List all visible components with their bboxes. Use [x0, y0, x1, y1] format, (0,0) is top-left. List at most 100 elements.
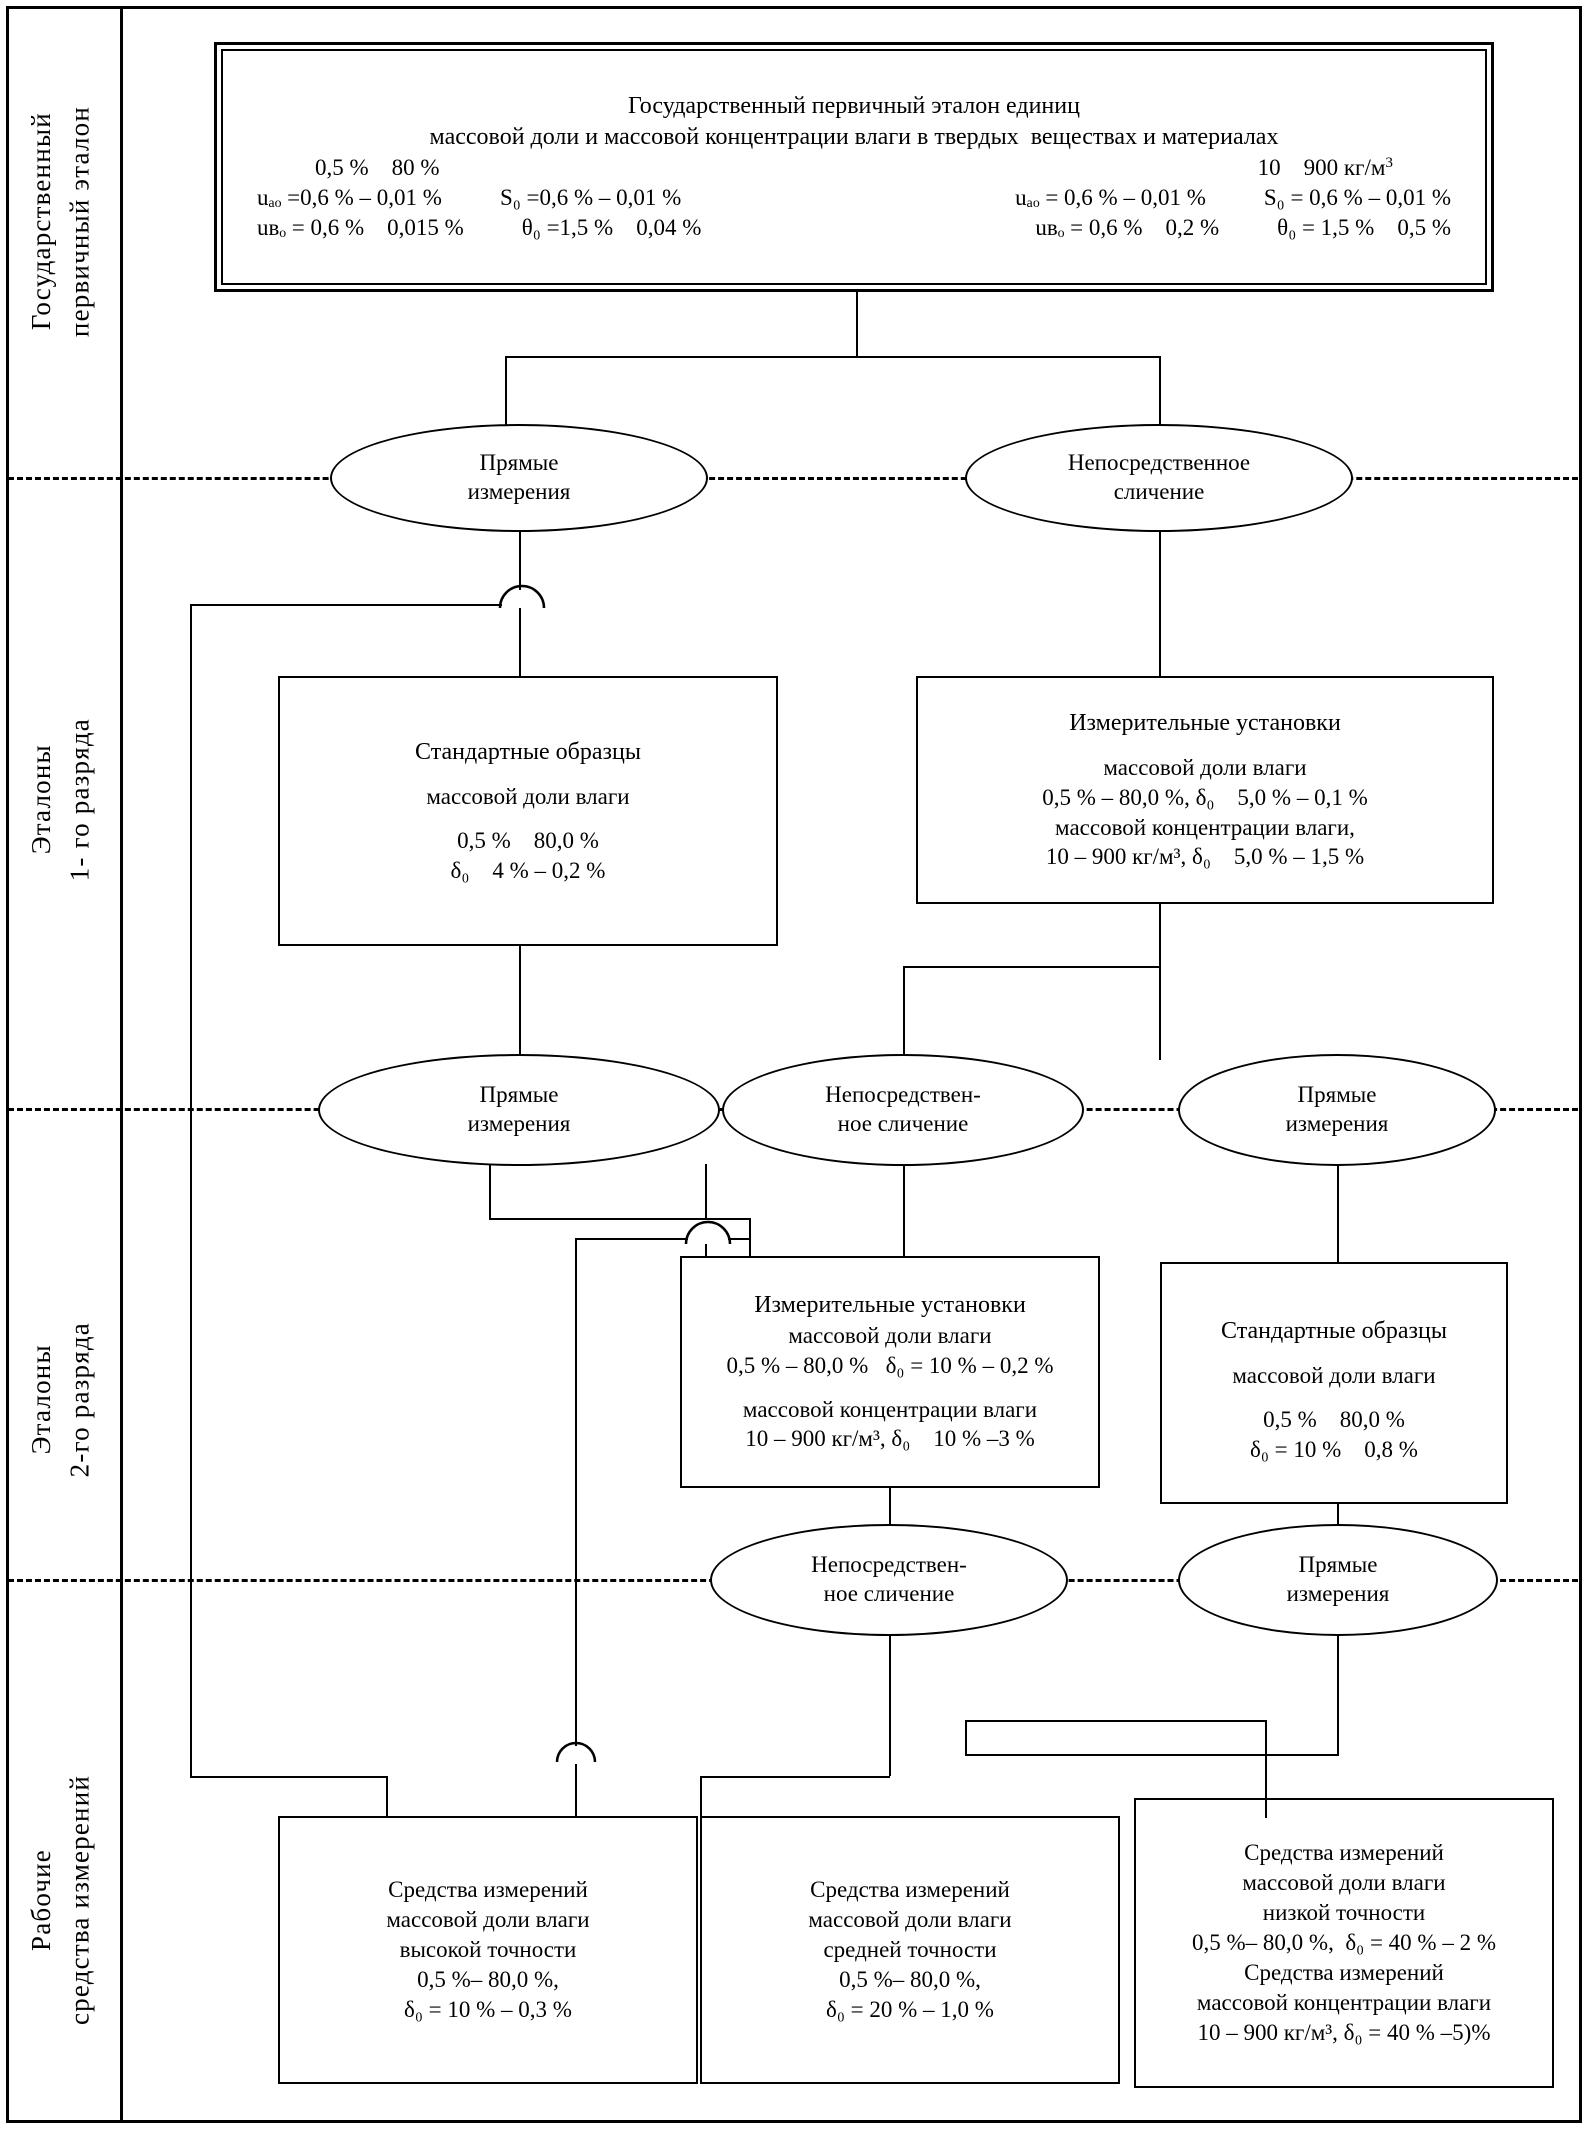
method-label-line-1: Прямые [1298, 1552, 1378, 1578]
method-label-line-2: сличение [1113, 479, 1205, 504]
method-ellipse-direct-compare-3: Непосредствен- ное сличение [710, 1524, 1068, 1636]
working-low-accuracy-line-2: массовой доли влаги [1242, 1870, 1446, 1896]
rank2-measuring-setups-line-3: 0,5 % – 80,0 % δ₀ = 10 % – 0,2 % [726, 1352, 1054, 1378]
rank1-reference-materials-line-4: δ₀ 4 % – 0,2 % [450, 857, 606, 883]
divider-dashed-1 [8, 477, 1578, 480]
method-label-line-1: Прямые [1297, 1082, 1377, 1108]
rank1-measuring-setups-line-5: 10 – 900 кг/м³, δ₀ 5,0 % – 1,5 % [1045, 844, 1365, 870]
working-low-accuracy-box: Средства измерений массовой доли влаги н… [1134, 1798, 1554, 2088]
connector-bus-left-top [190, 604, 520, 606]
method-label-line-2: измерения [467, 1111, 571, 1136]
method-label-line-2: ное сличение [837, 1111, 969, 1136]
connector-direct-compare-2-down [705, 1164, 707, 1220]
working-low-accuracy-line-5: Средства измерений [1244, 1959, 1444, 1985]
rank2-measuring-setups-box: Измерительные установки массовой доли вл… [680, 1256, 1100, 1488]
primary-standard-right-S: S₀ = 0,6 % – 0,01 % [1263, 185, 1451, 211]
sidebar-item-rank-2-standards: Эталоны 2-го разряда [0, 1120, 120, 1680]
primary-standard-left-uA: uₐₒ =0,6 % – 0,01 % [257, 185, 442, 211]
connector-rank1-ms-to-compare-2 [903, 966, 905, 1060]
rank2-measuring-setups-title: Измерительные установки [754, 1291, 1026, 1318]
working-medium-accuracy-line-5: δ₀ = 20 % – 1,0 % [826, 1996, 994, 2022]
working-low-accuracy-line-4: 0,5 %– 80,0 %, δ₀ = 40 % – 2 % [1192, 1930, 1496, 1956]
connector-bus-left-vertical [190, 604, 192, 1776]
connector-direct-measure-3-down [1337, 1164, 1339, 1264]
connector-bus-2-top [575, 1238, 751, 1240]
method-label-line-2: измерения [1286, 1581, 1390, 1606]
primary-standard-uncertainty-row-1: uₐₒ =0,6 % – 0,01 % S₀ =0,6 % – 0,01 % u… [223, 183, 1485, 213]
primary-standard-right-uB: uвₒ = 0,6 % 0,2 % [1035, 215, 1220, 241]
primary-standard-range-right: 10 900 кг/м3 [1257, 154, 1393, 181]
connector-to-direct-measure-1 [505, 356, 507, 431]
connector-direct-compare-1-down [1159, 530, 1161, 676]
working-low-accuracy-line-6: массовой концентрации влаги [1196, 1989, 1492, 2015]
method-ellipse-direct-measure-1: Прямые измерения [330, 424, 708, 532]
sidebar-item-working-measuring-instruments: Рабочие средства измерений [0, 1690, 120, 2110]
rank1-measuring-setups-line-4: массовой концентрации влаги, [1055, 814, 1355, 840]
connector-direct-measure-2-down [489, 1164, 491, 1218]
connector-hop-mask-3 [558, 1746, 594, 1764]
method-label-line-1: Прямые [479, 1082, 559, 1108]
primary-standard-ranges: 0,5 % 80 % 10 900 кг/м3 [223, 153, 1485, 183]
rank1-measuring-setups-line-2: массовой доли влаги [1103, 754, 1307, 780]
sidebar-item-label: Государственный первичный эталон [25, 106, 94, 338]
primary-standard-right-uA: uₐₒ = 0,6 % – 0,01 % [1015, 185, 1206, 211]
primary-standard-box: Государственный первичный эталон единиц … [214, 42, 1494, 292]
connector-hop-arc-1 [498, 582, 546, 610]
method-ellipse-direct-measure-2: Прямые измерения [318, 1054, 720, 1166]
rank2-reference-materials-title: Стандартные образцы [1221, 1317, 1447, 1344]
connector-direct-measure-1-down [519, 530, 521, 604]
connector-direct-measure-4-step-down [965, 1720, 967, 1754]
connector-rank1-ms-split [903, 966, 1159, 968]
working-high-accuracy-line-4: 0,5 %– 80,0 %, [417, 1966, 559, 1992]
working-medium-accuracy-line-2: массовой доли влаги [808, 1907, 1012, 1933]
connector-hop-arc-3 [555, 1738, 597, 1764]
method-label-line-2: измерения [467, 479, 571, 504]
working-low-accuracy-line-3: низкой точности [1262, 1900, 1426, 1926]
sidebar-divider-line [120, 6, 123, 2123]
sidebar-item-label: Эталоны 2-го разряда [25, 1322, 94, 1478]
working-high-accuracy-line-5: δ₀ = 10 % – 0,3 % [404, 1996, 572, 2022]
method-label-line-1: Прямые [479, 450, 559, 476]
connector-direct-compare-2-down-b [705, 1242, 707, 1258]
connector-middle-working-top [700, 1776, 890, 1778]
connector-middle-working-into-box [700, 1776, 702, 1818]
method-label-line-2: ное сличение [823, 1581, 955, 1606]
working-high-accuracy-line-2: массовой доли влаги [386, 1907, 590, 1933]
primary-standard-range-left: 0,5 % 80 % [315, 155, 440, 181]
sidebar-item-label: Эталоны 1- го разряда [25, 718, 94, 882]
connector-bus-2-into-box [575, 1776, 577, 1818]
connector-direct-measure-2-right [489, 1218, 749, 1220]
connector-direct-measure-4-down [1337, 1634, 1339, 1754]
rank1-measuring-setups-line-3: 0,5 % – 80,0 %, δ₀ 5,0 % – 0,1 % [1042, 784, 1368, 810]
rank2-measuring-setups-line-5: 10 – 900 кг/м³, δ₀ 10 % –3 % [745, 1426, 1035, 1452]
method-label-line-1: Непосредствен- [811, 1552, 967, 1578]
connector-rank1-ms-down [1159, 904, 1161, 1060]
method-label-line-1: Непосредствен- [825, 1082, 981, 1108]
connector-rank1-rm-down [519, 946, 521, 1060]
rank1-reference-materials-title: Стандартные образцы [415, 738, 641, 765]
working-medium-accuracy-line-4: 0,5 %– 80,0 %, [839, 1966, 981, 1992]
working-medium-accuracy-line-3: средней точности [823, 1937, 997, 1963]
rank1-measuring-setups-title: Измерительные установки [1069, 709, 1341, 736]
primary-standard-left-uB: uвₒ = 0,6 % 0,015 % [257, 215, 464, 241]
primary-standard-left-S: S₀ =0,6 % – 0,01 % [499, 185, 682, 211]
working-low-accuracy-line-1: Средства измерений [1244, 1840, 1444, 1866]
sidebar-item-state-primary-standard: Государственный первичный эталон [0, 12, 120, 432]
method-ellipse-direct-measure-3: Прямые измерения [1178, 1054, 1496, 1166]
working-high-accuracy-box: Средства измерений массовой доли влаги в… [278, 1816, 698, 2084]
connector-primary-split [505, 356, 1159, 358]
connector-direct-measure-4-step-top [965, 1720, 1265, 1722]
working-medium-accuracy-line-1: Средства измерений [810, 1877, 1010, 1903]
primary-standard-uncertainty-row-2: uвₒ = 0,6 % 0,015 % θ₀ =1,5 % 0,04 % uвₒ… [223, 213, 1485, 243]
rank2-reference-materials-box: Стандартные образцы массовой доли влаги … [1160, 1262, 1508, 1504]
method-ellipse-direct-compare-2: Непосредствен- ное сличение [722, 1054, 1084, 1166]
connector-primary-stem [856, 292, 858, 356]
working-high-accuracy-line-1: Средства измерений [388, 1877, 588, 1903]
connector-hop-mask-1 [502, 590, 542, 608]
connector-hop-arc-2 [684, 1218, 732, 1246]
rank2-measuring-setups-line-4: массовой концентрации влаги [742, 1396, 1038, 1422]
connector-to-direct-compare-1 [1159, 356, 1161, 431]
working-high-accuracy-line-3: высокой точности [399, 1937, 577, 1963]
primary-standard-left-theta: θ₀ =1,5 % 0,04 % [521, 215, 702, 241]
